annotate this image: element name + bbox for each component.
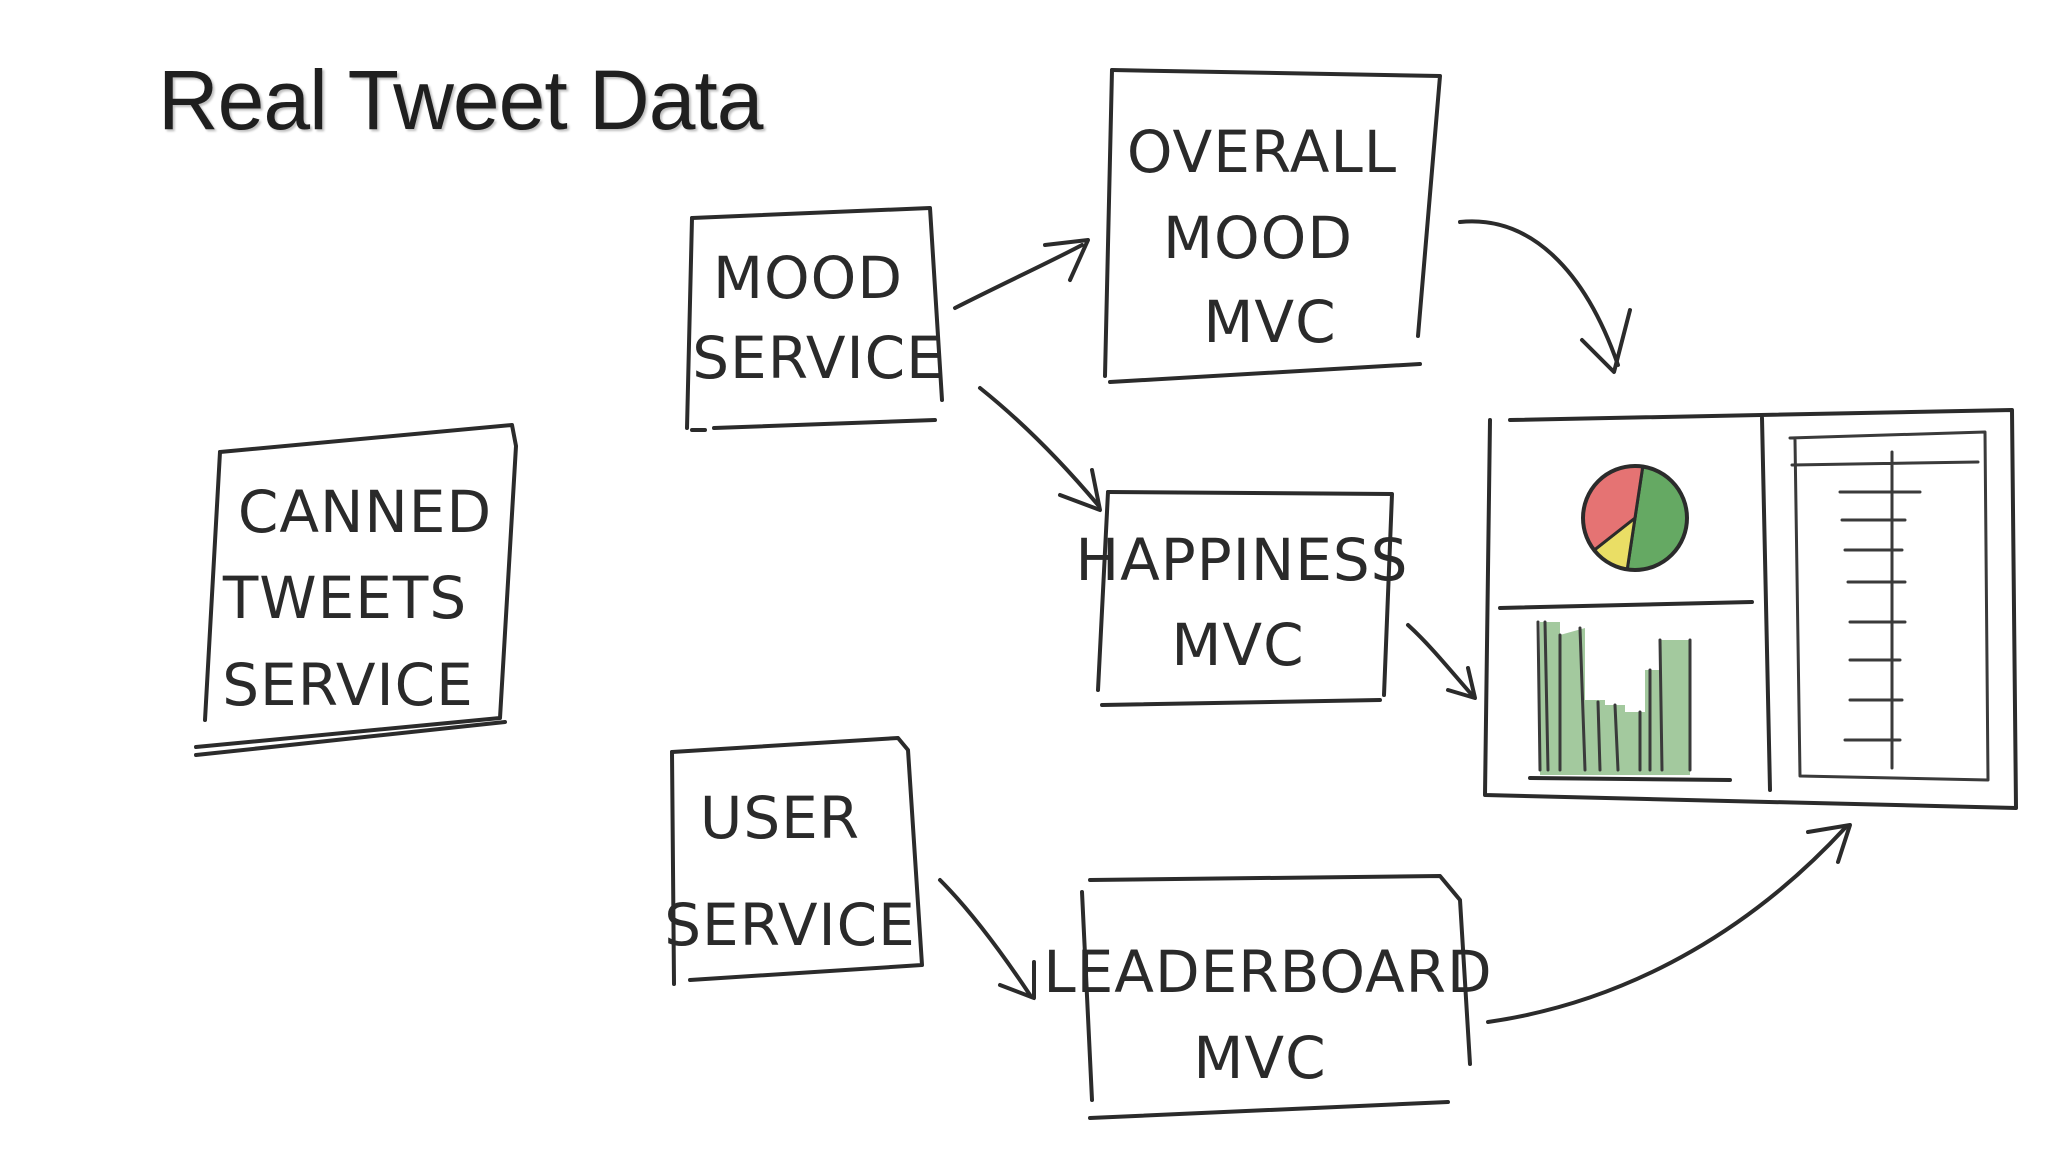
- pie-chart: [1581, 464, 1689, 572]
- user-service-label-1: USER: [700, 784, 860, 852]
- dashboard-sketch: [1483, 408, 2018, 810]
- overall-mood-mvc-label-2: MOOD: [1163, 204, 1353, 272]
- leaderboard-mvc-label-1: LEADERBOARD: [1043, 938, 1492, 1006]
- overall-mood-mvc-label-1: OVERALL: [1127, 118, 1397, 186]
- canned-tweets-service-label-2: TWEETS: [222, 564, 467, 632]
- overall-mood-mvc-label-3: MVC: [1203, 288, 1336, 356]
- canned-tweets-service-label-3: SERVICE: [222, 651, 474, 719]
- arrow-mood-to-overall: [953, 238, 1090, 310]
- happiness-mvc-node: HAPPINESS MVC: [1075, 490, 1408, 707]
- arrow-happiness-to-dashboard: [1406, 623, 1477, 700]
- happiness-mvc-label-2: MVC: [1171, 611, 1304, 679]
- canned-tweets-service-node: CANNED TWEETS SERVICE: [194, 423, 518, 757]
- pie-outline: [1581, 464, 1689, 572]
- overall-mood-mvc-node: OVERALL MOOD MVC: [1103, 68, 1442, 384]
- mood-service-label-1: MOOD: [713, 244, 903, 312]
- leaderboard-mvc-node: LEADERBOARD MVC: [1043, 874, 1492, 1120]
- leaderboard-mvc-label-2: MVC: [1193, 1024, 1326, 1092]
- slide-title: Real Tweet Data: [158, 53, 763, 147]
- arrow-mood-to-happiness: [978, 386, 1102, 512]
- canned-tweets-service-label-1: CANNED: [238, 478, 492, 546]
- happiness-mvc-label-1: HAPPINESS: [1075, 526, 1408, 594]
- arrow-user-to-leaderboard: [938, 878, 1036, 1000]
- user-service-node: USER SERVICE: [664, 736, 924, 986]
- arrow-overall-to-dashboard: [1458, 219, 1632, 374]
- table-sketch: [1788, 430, 1990, 782]
- mood-service-node: MOOD SERVICE: [685, 206, 944, 432]
- arrow-leaderboard-to-dashboard: [1486, 823, 1852, 1024]
- bar-chart-fill: [1540, 622, 1690, 775]
- user-service-label-2: SERVICE: [664, 891, 916, 959]
- mood-service-label-2: SERVICE: [692, 324, 944, 392]
- bar-chart-sketch: [1528, 620, 1732, 782]
